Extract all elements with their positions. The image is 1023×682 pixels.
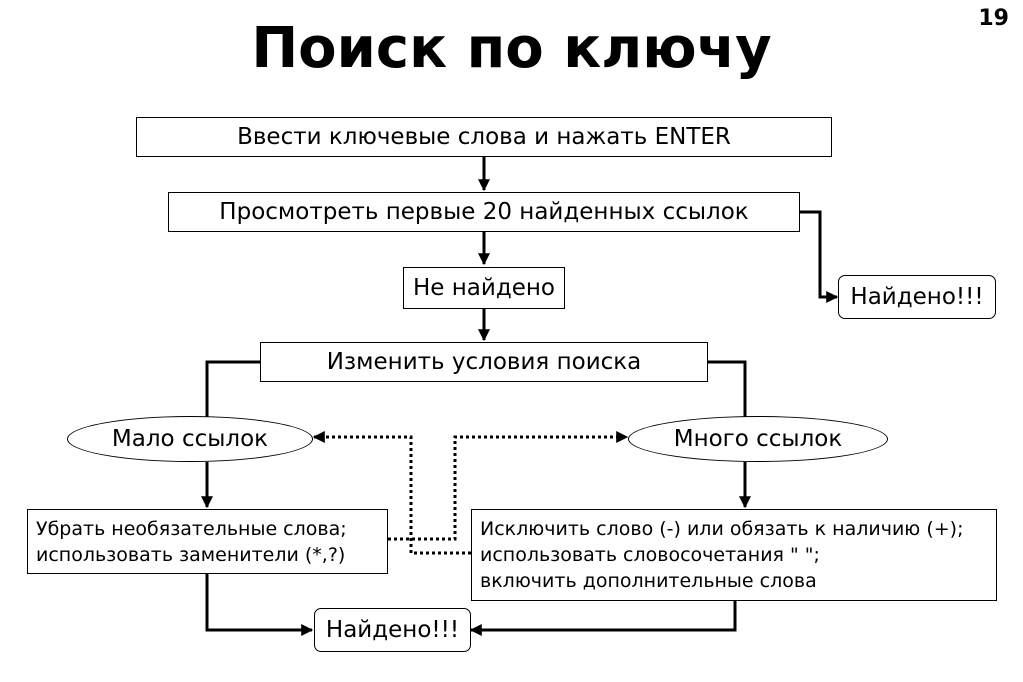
- arrow-remove-to-found-bottom: [205, 574, 314, 636]
- many-links-ellipse: Много ссылок: [628, 416, 888, 462]
- change-conditions-box: Изменить условия поиска: [260, 342, 708, 382]
- page-title: Поиск по ключу: [251, 16, 772, 81]
- dotted-arrow-remove-to-many: [388, 431, 629, 541]
- exclude-include-line-1: Исключить слово (-) или обязать к наличи…: [480, 518, 964, 540]
- remove-optional-line-2: использовать заменители (*,?): [36, 543, 346, 566]
- exclude-include-line-3: включить дополнительные слова: [480, 570, 817, 592]
- line-change-to-many: [708, 360, 747, 418]
- line-change-to-few: [205, 360, 260, 418]
- arrow-view-to-found-top: [800, 210, 839, 303]
- exclude-include-box: Исключить слово (-) или обязать к наличи…: [471, 509, 997, 601]
- not-found-box: Не найдено: [403, 267, 565, 309]
- page-number: 19: [978, 6, 1009, 31]
- found-top-box: Найдено!!!: [838, 275, 996, 319]
- view-first-links-box: Просмотреть первые 20 найденных ссылок: [168, 192, 800, 232]
- arrow-exclude-to-found-bottom: [469, 601, 737, 636]
- few-links-ellipse: Мало ссылок: [67, 416, 313, 462]
- dotted-arrow-exclude-to-few: [312, 431, 471, 555]
- exclude-include-line-2: использовать словосочетания " ";: [480, 544, 820, 566]
- found-bottom-box: Найдено!!!: [314, 608, 471, 652]
- remove-optional-box: Убрать необязательные слова; использоват…: [27, 509, 388, 574]
- enter-keywords-box: Ввести ключевые слова и нажать ENTER: [136, 117, 832, 157]
- remove-optional-line-1: Убрать необязательные слова;: [36, 517, 347, 540]
